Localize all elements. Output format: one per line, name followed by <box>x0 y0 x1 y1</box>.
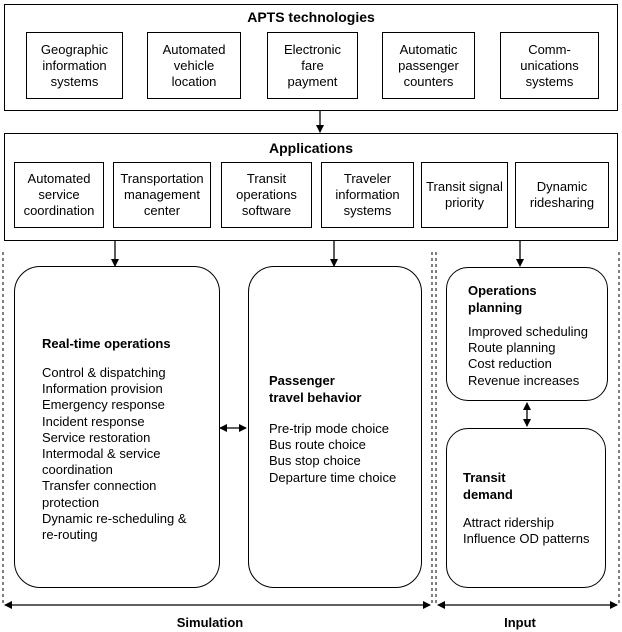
list-item: Control & dispatching <box>42 365 166 380</box>
tech-box-fare-payment: Electronic fare payment <box>267 32 358 99</box>
passenger-behavior-box: Passenger travel behavior Pre-trip mode … <box>248 266 422 588</box>
list-item: Intermodal & service coordination <box>42 446 161 478</box>
list-item: Route planning <box>468 340 556 356</box>
transit-demand-title: Transit demand <box>463 470 513 502</box>
app-box-operations-software: Transit operations software <box>221 162 312 228</box>
list-item: Revenue increases <box>468 372 580 388</box>
input-label: Input <box>504 615 536 630</box>
app-box-service-coordination: Automated service coordination <box>14 162 104 228</box>
realtime-operations-title: Real-time operations <box>42 336 171 351</box>
list-item: Transfer connection protection <box>42 478 157 510</box>
list-item: Bus route choice <box>269 437 366 453</box>
operations-planning-list: Improved scheduling Route planning Cost … <box>468 324 606 389</box>
apts-technologies-title: APTS technologies <box>247 9 375 25</box>
simulation-label: Simulation <box>176 615 244 630</box>
app-box-traveler-information: Traveler information systems <box>321 162 414 228</box>
transit-demand-box: Transit demand Attract ridership Influen… <box>446 428 606 588</box>
list-item: Attract ridership <box>463 515 555 530</box>
tech-box-communications: Comm- unications systems <box>500 32 599 99</box>
applications-title: Applications <box>268 140 353 156</box>
list-item: Information provision <box>42 381 163 397</box>
app-box-dynamic-ridesharing: Dynamic ridesharing <box>515 162 609 228</box>
list-item: Bus stop choice <box>269 453 361 469</box>
operations-planning-title: Operations planning <box>468 283 537 315</box>
list-item: Emergency response <box>42 397 165 413</box>
list-item: Improved scheduling <box>468 324 588 339</box>
list-item: Incident response <box>42 413 145 429</box>
tech-box-avl: Automated vehicle location <box>147 32 241 99</box>
passenger-behavior-list: Pre-trip mode choice Bus route choice Bu… <box>269 421 419 486</box>
operations-planning-box: Operations planning Improved scheduling … <box>446 267 608 401</box>
app-box-management-center: Transportation management center <box>113 162 211 228</box>
tech-box-gis: Geographic information systems <box>26 32 123 99</box>
list-item: Dynamic re-scheduling & re-routing <box>42 510 187 543</box>
list-item: Departure time choice <box>269 469 397 485</box>
realtime-operations-list: Control & dispatching Information provis… <box>42 365 218 543</box>
app-box-signal-priority: Transit signal priority <box>421 162 508 228</box>
list-item: Pre-trip mode choice <box>269 421 389 436</box>
list-item: Influence OD patterns <box>463 531 590 547</box>
tech-box-passenger-counters: Automatic passenger counters <box>382 32 475 99</box>
list-item: Service restoration <box>42 429 151 445</box>
list-item: Cost reduction <box>468 356 552 372</box>
passenger-behavior-title: Passenger travel behavior <box>269 373 362 405</box>
transit-demand-list: Attract ridership Influence OD patterns <box>463 515 603 547</box>
realtime-operations-box: Real-time operations Control & dispatchi… <box>14 266 220 588</box>
